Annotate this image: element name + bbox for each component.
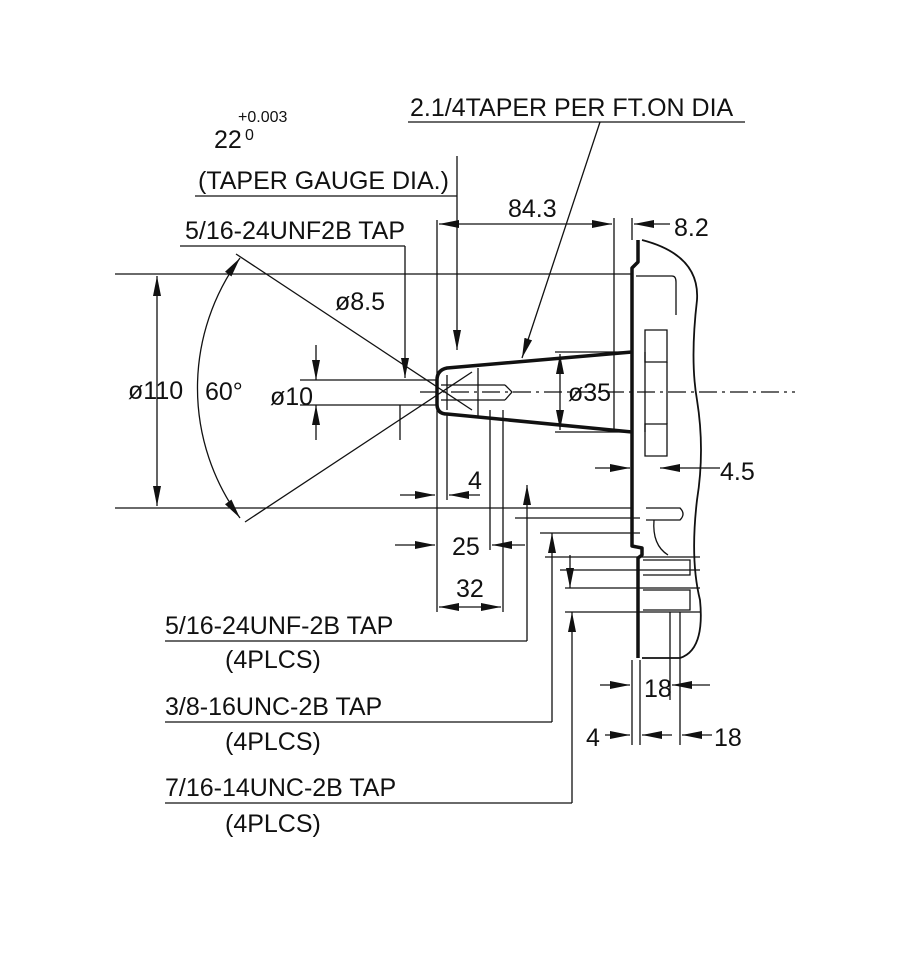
callout-1-tap: 5/16-24UNF-2B TAP (165, 612, 393, 640)
dim-d8-5: ø8.5 (335, 288, 385, 316)
gauge-dia-tol-lower: 0 (245, 127, 254, 144)
dim-32: 32 (456, 575, 484, 603)
gauge-dia-value: 22 (214, 126, 242, 154)
dim-angle: 60° (205, 378, 243, 406)
callout-3-tap: 7/16-14UNC-2B TAP (165, 774, 396, 802)
callout-2-tap: 3/8-16UNC-2B TAP (165, 693, 382, 721)
taper-note: 2.1/4TAPER PER FT.ON DIA (410, 94, 734, 122)
dim-4a: 4 (468, 467, 482, 495)
dim-d35: ø35 (568, 379, 611, 407)
tap-end-label: 5/16-24UNF2B TAP (185, 217, 405, 245)
callout-2-qty: (4PLCS) (225, 728, 321, 756)
callout-1-qty: (4PLCS) (225, 646, 321, 674)
dim-d10: ø10 (270, 383, 313, 411)
dim-4b: 4 (586, 724, 600, 752)
callout-3-qty: (4PLCS) (225, 810, 321, 838)
gauge-dia-label: (TAPER GAUGE DIA.) (198, 167, 449, 195)
dimension-lines (153, 220, 720, 739)
housing (630, 239, 702, 659)
dim-4-5: 4.5 (720, 458, 755, 486)
dim-18a: 18 (644, 675, 672, 703)
dim-8-2: 8.2 (674, 214, 709, 242)
dim-18b: 18 (714, 724, 742, 752)
dim-84-3: 84.3 (508, 195, 557, 223)
gauge-dia-tol-upper: +0.003 (238, 109, 287, 126)
dim-25: 25 (452, 533, 480, 561)
leaders (165, 121, 745, 804)
extension-lines (115, 218, 700, 745)
dim-d110: ø110 (128, 377, 183, 405)
